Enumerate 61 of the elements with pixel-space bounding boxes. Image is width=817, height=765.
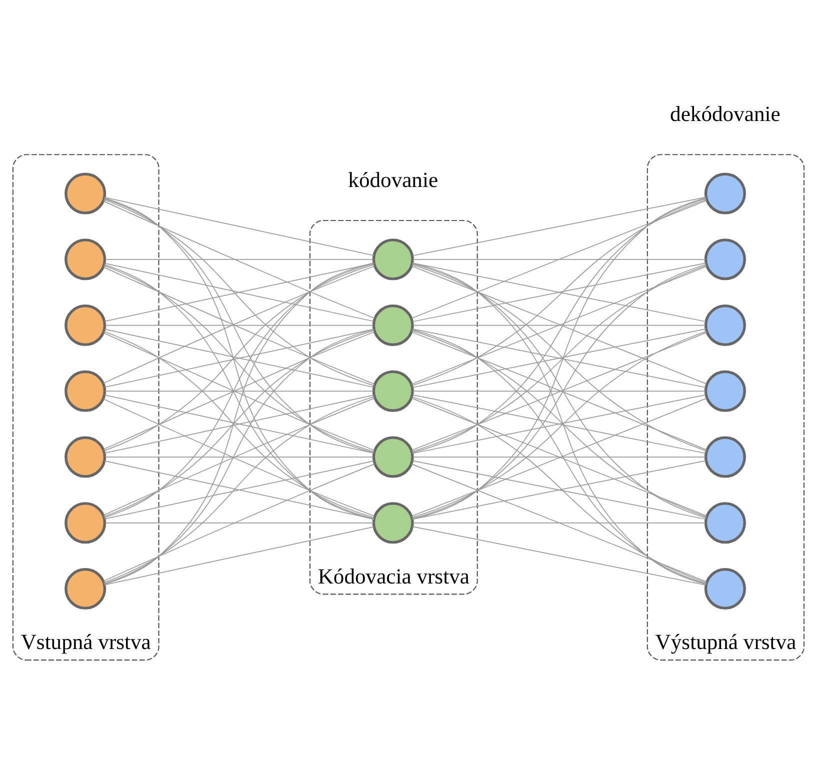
connector: [412, 262, 706, 585]
connector: [412, 460, 706, 520]
node-circle: [704, 238, 746, 280]
connector: [412, 526, 706, 586]
connector: [104, 197, 374, 256]
connector: [412, 199, 707, 386]
connector: [104, 328, 374, 584]
connector: [104, 262, 374, 322]
node-circle: [372, 502, 414, 544]
connector: [104, 390, 374, 392]
label: dekódovanie: [670, 102, 780, 126]
connector: [104, 258, 374, 260]
node-circle: [704, 568, 746, 610]
connector: [103, 199, 375, 386]
connector: [411, 463, 708, 582]
connector: [104, 198, 374, 520]
node-circle: [372, 436, 414, 478]
connector: [412, 197, 706, 520]
cluster: Výstupná vrstva: [646, 154, 805, 661]
connector: [412, 262, 706, 322]
node-circle: [704, 502, 746, 544]
node-circle: [704, 304, 746, 346]
connector: [104, 198, 374, 454]
cluster: Vstupná vrstva: [12, 154, 160, 661]
connector: [104, 262, 374, 585]
connector: [104, 526, 374, 586]
connector: [103, 464, 376, 582]
connector: [412, 328, 706, 388]
connector: [104, 394, 374, 454]
node-circle: [64, 304, 106, 346]
node-circle: [372, 238, 414, 280]
connector: [412, 390, 706, 392]
connector: [411, 200, 708, 319]
connector: [412, 396, 707, 584]
node-circle: [64, 172, 106, 214]
connector: [104, 522, 374, 524]
connector: [412, 258, 706, 260]
connector: [104, 328, 374, 388]
connector: [103, 396, 375, 584]
node-circle: [372, 304, 414, 346]
connector: [412, 522, 706, 524]
connector: [412, 198, 707, 454]
node-circle: [64, 502, 106, 544]
node-circle: [704, 436, 746, 478]
node-circle: [372, 370, 414, 412]
node-circle: [64, 370, 106, 412]
connector: [412, 196, 706, 256]
node-circle: [704, 370, 746, 412]
connector: [104, 456, 374, 458]
connector: [412, 329, 707, 584]
node-circle: [64, 238, 106, 280]
connector: [412, 324, 706, 326]
connector: [103, 200, 376, 319]
connector: [412, 456, 706, 458]
node-circle: [64, 568, 106, 610]
cluster: Kódovacia vrstva: [309, 220, 478, 595]
connector: [412, 394, 706, 454]
label: kódovanie: [348, 168, 438, 192]
connector: [104, 324, 374, 326]
node-circle: [64, 436, 106, 478]
node-circle: [704, 172, 746, 214]
